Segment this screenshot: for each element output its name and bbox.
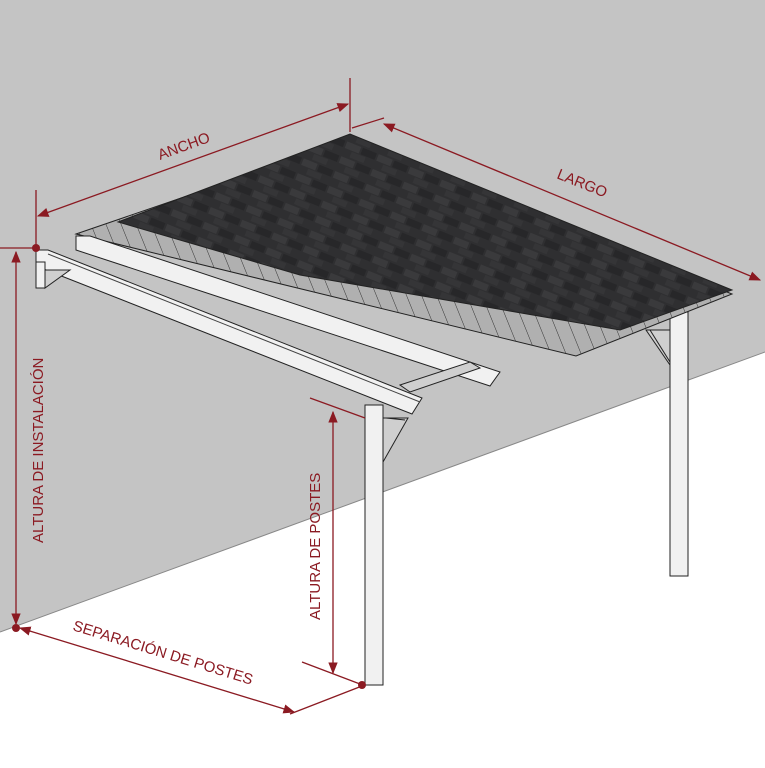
reference-point (32, 244, 40, 252)
dimension-altura-instalacion: ALTURA DE INSTALACIÓN (0, 247, 47, 626)
rafter-mid (398, 361, 482, 393)
reference-point (12, 624, 20, 632)
label-altura-instalacion: ALTURA DE INSTALACIÓN (30, 358, 47, 543)
reference-point (358, 681, 366, 689)
front-beam (35, 249, 423, 415)
front-post (364, 404, 409, 686)
dimension-altura-postes: ALTURA DE POSTES (301, 397, 366, 685)
rafter (75, 235, 501, 387)
label-altura-postes: ALTURA DE POSTES (307, 473, 324, 620)
